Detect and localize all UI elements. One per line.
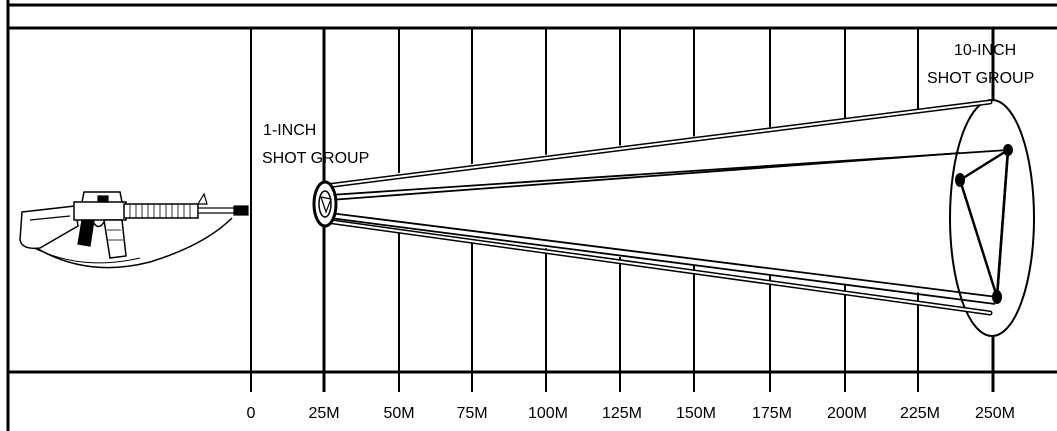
near-group-label: 1-INCH SHOT GROUP <box>262 122 369 167</box>
tick-label: 250M <box>975 405 1015 422</box>
impact-dot <box>992 290 1002 304</box>
tick-label: 0 <box>247 405 256 422</box>
far-group-label-line1: 10-INCH <box>954 42 1016 59</box>
dispersion-cone <box>323 99 1009 316</box>
impact-dot <box>955 173 965 187</box>
tick-label: 25M <box>308 405 339 422</box>
tick-label: 125M <box>602 405 642 422</box>
tick-label: 200M <box>827 405 867 422</box>
near-group-label-line1: 1-INCH <box>263 122 316 139</box>
dispersion-cone-fill <box>325 100 1024 305</box>
rifle-icon <box>19 191 249 269</box>
far-shot-group <box>955 144 1013 304</box>
distance-axis: 0 25M 50M 75M 100M 125M 150M 175M 200M 2… <box>247 405 1015 422</box>
near-shot-group <box>312 180 338 228</box>
tick-label: 50M <box>383 405 414 422</box>
far-group-ellipse <box>949 99 1035 337</box>
frame <box>6 0 1057 431</box>
far-group-label-line2: SHOT GROUP <box>927 70 1034 87</box>
tick-label: 225M <box>900 405 940 422</box>
tick-label: 100M <box>528 405 568 422</box>
tick-label: 150M <box>676 405 716 422</box>
far-group-label: 10-INCH SHOT GROUP <box>927 42 1034 87</box>
tick-label: 175M <box>752 405 792 422</box>
near-group-label-line2: SHOT GROUP <box>262 150 369 167</box>
tick-label: 75M <box>456 405 487 422</box>
impact-dot <box>1003 144 1013 156</box>
